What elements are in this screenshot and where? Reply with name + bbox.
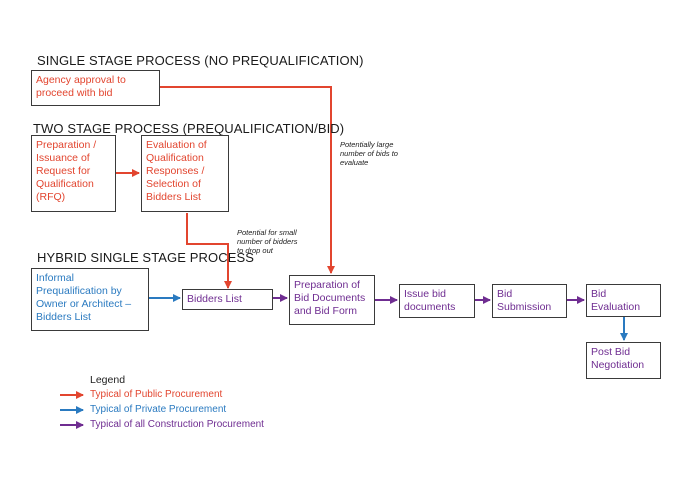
box-informal-prequalification: Informal Prequalification by Owner or Ar… [31,268,149,331]
heading-single-stage: SINGLE STAGE PROCESS (NO PREQUALIFICATIO… [37,53,364,68]
heading-hybrid: HYBRID SINGLE STAGE PROCESS [37,250,255,265]
box-preparation-bid-documents-label: Preparation of Bid Documents and Bid For… [294,279,366,317]
box-rfq-label: Preparation / Issuance of Request for Qu… [36,139,97,203]
box-bid-evaluation-label: Bid Evaluation [591,288,641,313]
legend-item-public: Typical of Public Procurement [90,389,223,400]
box-bidders-list-label: Bidders List [187,293,242,305]
box-bid-submission: Bid Submission [492,284,567,318]
arrow-approval-to-bid-docs [160,86,335,274]
box-issue-bid-documents-label: Issue bid documents [404,288,456,313]
box-evaluation-qualification: Evaluation of Qualification Responses / … [141,135,229,212]
box-bid-submission-label: Bid Submission [497,288,552,313]
box-informal-prequalification-label: Informal Prequalification by Owner or Ar… [36,272,132,323]
box-evaluation-qualification-label: Evaluation of Qualification Responses / … [146,139,207,203]
legend-item-all: Typical of all Construction Procurement [90,419,264,430]
legend-item-private: Typical of Private Procurement [90,404,227,415]
note-small-bidders: Potential for small number of bidders to… [237,228,298,255]
box-rfq: Preparation / Issuance of Request for Qu… [31,135,116,212]
box-preparation-bid-documents: Preparation of Bid Documents and Bid For… [289,275,375,325]
legend-title: Legend [90,374,126,386]
box-bid-evaluation: Bid Evaluation [586,284,661,317]
box-agency-approval: Agency approval to proceed with bid [31,70,160,106]
box-bidders-list: Bidders List [182,289,273,310]
box-post-bid-negotiation-label: Post Bid Negotiation [591,346,645,371]
box-post-bid-negotiation: Post Bid Negotiation [586,342,661,379]
heading-two-stage: TWO STAGE PROCESS (PREQUALIFICATION/BID) [33,121,345,136]
box-agency-approval-label: Agency approval to proceed with bid [36,74,126,99]
arrow-evaluation-to-bidders-list [186,213,232,289]
note-large-bids: Potentially large number of bids to eval… [340,140,398,167]
box-issue-bid-documents: Issue bid documents [399,284,475,318]
